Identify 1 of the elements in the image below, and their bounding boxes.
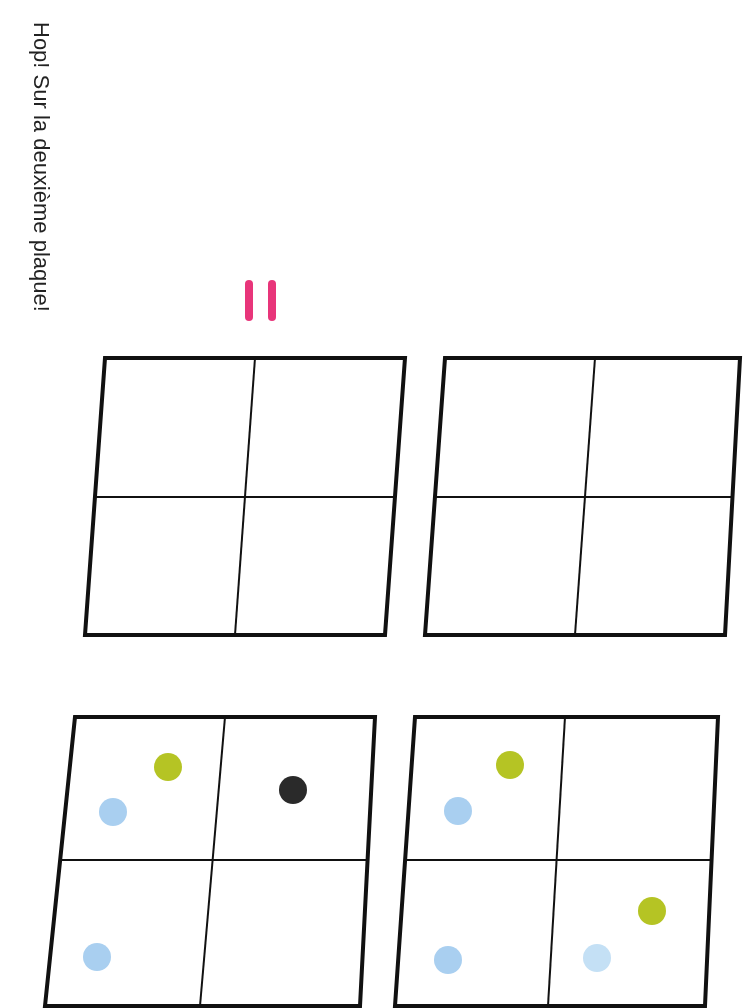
instruction-text: Hop! Sur la deuxième plaque! xyxy=(28,22,54,312)
